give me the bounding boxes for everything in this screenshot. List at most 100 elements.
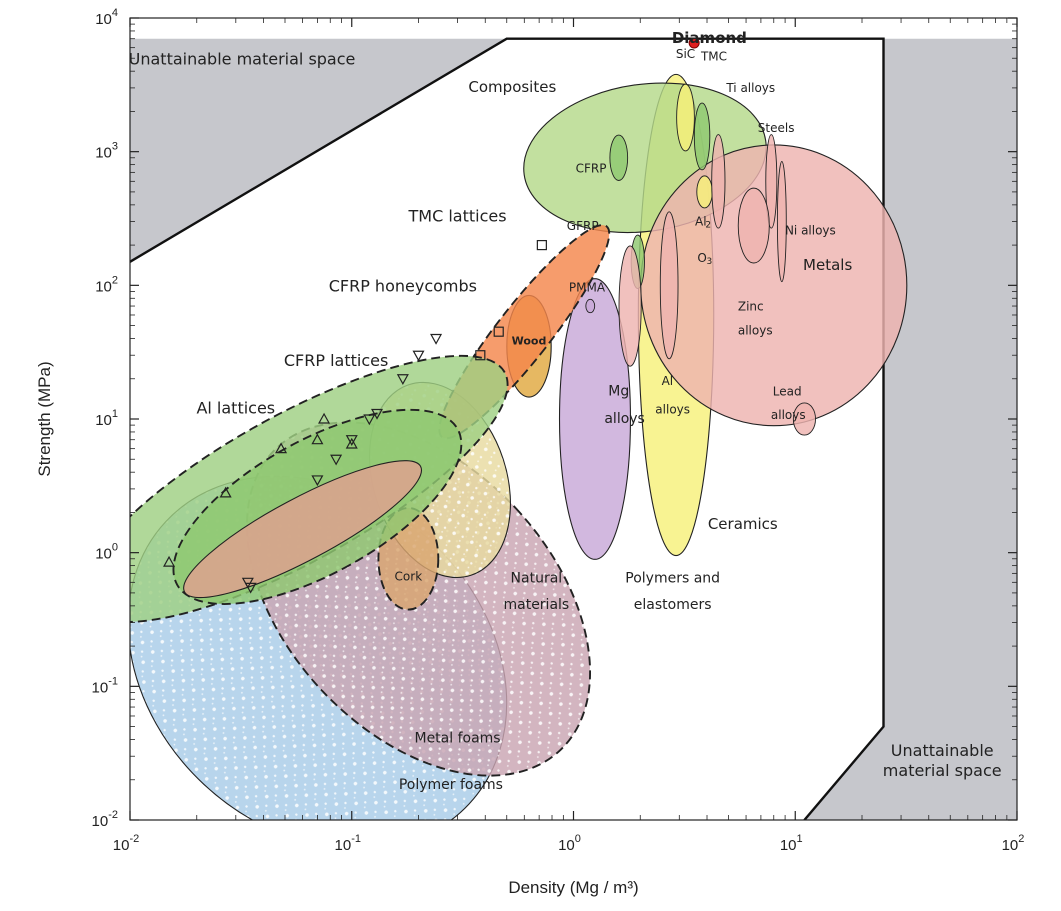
y-axis-title: Strength (MPa) [35, 361, 54, 476]
marker-cfrp-honeycombs-6 [363, 414, 376, 426]
x-tick-label-0: 10-2 [113, 833, 139, 854]
y-tick-exp: -2 [108, 809, 118, 821]
marker-cfrp-honeycombs-7 [370, 408, 384, 420]
label-al-22: Al [662, 374, 674, 388]
sub-region-ni-alloys-outline [776, 160, 787, 283]
marker-tmc-lattices-2 [493, 326, 504, 337]
x-tick-exp: -2 [129, 833, 139, 845]
x-tick-base: 10 [113, 837, 130, 854]
label-wood-19: Wood [512, 335, 547, 348]
sub-region-cfrp-outline [609, 134, 629, 181]
x-tick-base: 10 [335, 837, 352, 854]
marker-cfrp-lattices-6 [345, 437, 358, 449]
sub-region-tmc-fill [694, 103, 710, 170]
sub-region-ti-alloys [711, 134, 726, 229]
x-tick-label-3: 101 [780, 833, 803, 854]
sub-region-al-alloys-outline [659, 211, 679, 360]
marker-cfrp-honeycombs-2 [244, 582, 257, 594]
y-tick-label-4: 102 [95, 274, 118, 295]
regions-layer [130, 73, 908, 820]
label-pmma-13: PMMA [569, 280, 606, 294]
label-tmc-3: TMC [700, 50, 727, 64]
y-tick-base: 10 [92, 813, 109, 830]
region-metal-foams-outline [245, 421, 592, 777]
sub-region-al-alloys [659, 211, 679, 360]
y-tick-base: 10 [92, 679, 109, 696]
marker-cfrp-honeycombs-8 [396, 374, 409, 385]
label-cfrp-6: CFRP [576, 161, 607, 175]
label-alloys-21: alloys [604, 411, 645, 427]
unattainable-region-1 [130, 38, 707, 262]
region-polymers-and-elastomers-fill [559, 278, 631, 560]
label-al-8: Al [695, 215, 707, 229]
y-tick-base: 10 [95, 145, 112, 162]
label-metal-foams-34: Metal foams [414, 731, 500, 747]
sub-region-ti-alloys-outline [711, 134, 726, 229]
label-3-11: 3 [707, 257, 713, 267]
sub-region-pmma-fill [585, 299, 595, 313]
y-tick-label-6: 104 [95, 7, 118, 28]
label-tmc-lattices-17: TMC lattices [408, 207, 507, 226]
region-polymers-and-elastomers [558, 278, 632, 560]
region-metals-fill [640, 144, 907, 426]
label-2-9: 2 [705, 221, 711, 231]
x-tick-label-2: 100 [558, 833, 581, 854]
marker-tmc-lattices-1 [475, 350, 486, 361]
marker-cfrp-honeycombs-4 [330, 454, 343, 466]
label-zinc-15: Zinc [738, 299, 764, 313]
sub-region-steels-fill [765, 134, 777, 229]
region-polymers-and-elastomers-outline [558, 278, 632, 560]
x-tick-exp: -1 [351, 833, 361, 845]
sub-region-tmc [693, 102, 711, 171]
sub-region-lead-alloys-fill [793, 402, 816, 436]
sub-region-steels-outline [765, 134, 778, 229]
label-sic-2: SiC [676, 47, 695, 61]
sub-region-ti-alloys-fill [711, 134, 726, 229]
label-cfrp-lattices-24: CFRP lattices [284, 351, 388, 370]
region-al-lattices-fill [183, 460, 422, 598]
sub-region-zinc-alloys-outline [737, 187, 770, 264]
sub-regions-layer [585, 83, 816, 436]
marker-cfrp-lattices-2 [219, 486, 232, 498]
sub-region-ni-alloys-fill [777, 161, 787, 282]
label-ceramics-28: Ceramics [708, 515, 778, 533]
sub-region-mg-alloys [618, 245, 642, 367]
label-composites-1: Composites [468, 78, 556, 96]
x-tick-exp: 2 [1018, 833, 1024, 845]
sub-region-tmc-outline [693, 102, 711, 171]
sub-region-zinc-alloys-fill [738, 188, 770, 263]
y-tick-exp: 3 [112, 141, 118, 153]
x-tick-label-1: 10-1 [335, 833, 361, 854]
marker-cfrp-honeycombs-5 [345, 435, 358, 446]
sub-region-lead-alloys-outline [792, 402, 816, 436]
marker-cfrp-lattices-4 [311, 433, 324, 445]
label-natural-30: Natural [511, 570, 563, 586]
y-tick-base: 10 [95, 546, 112, 563]
unattainable-label-line: Unattainable [891, 741, 994, 760]
y-tick-base: 10 [95, 278, 112, 295]
y-tick-label-5: 103 [95, 141, 118, 162]
sub-region-steels [765, 134, 778, 229]
y-tick-label-2: 100 [95, 542, 118, 563]
sub-region-ni-alloys [776, 160, 787, 283]
sub-region-cfrp [609, 134, 629, 181]
y-tick-base: 10 [95, 11, 112, 28]
sub-region-cfrp-fill [609, 135, 628, 181]
y-tick-base: 10 [95, 412, 112, 429]
label-elastomers-33: elastomers [634, 597, 712, 613]
label-lead-25: Lead [773, 384, 802, 398]
region-cork-outline [377, 507, 440, 611]
sub-region-pmma [585, 298, 596, 314]
label-materials-31: materials [503, 597, 569, 613]
x-tick-base: 10 [780, 837, 797, 854]
marker-cfrp-lattices-3 [275, 442, 288, 454]
label-metals-14: Metals [803, 256, 852, 274]
marker-cfrp-lattices-5 [318, 412, 331, 424]
label-cork-29: Cork [395, 569, 423, 583]
label-diamond-0: Diamond [672, 29, 747, 47]
y-tick-label-0: 10-2 [92, 809, 118, 830]
